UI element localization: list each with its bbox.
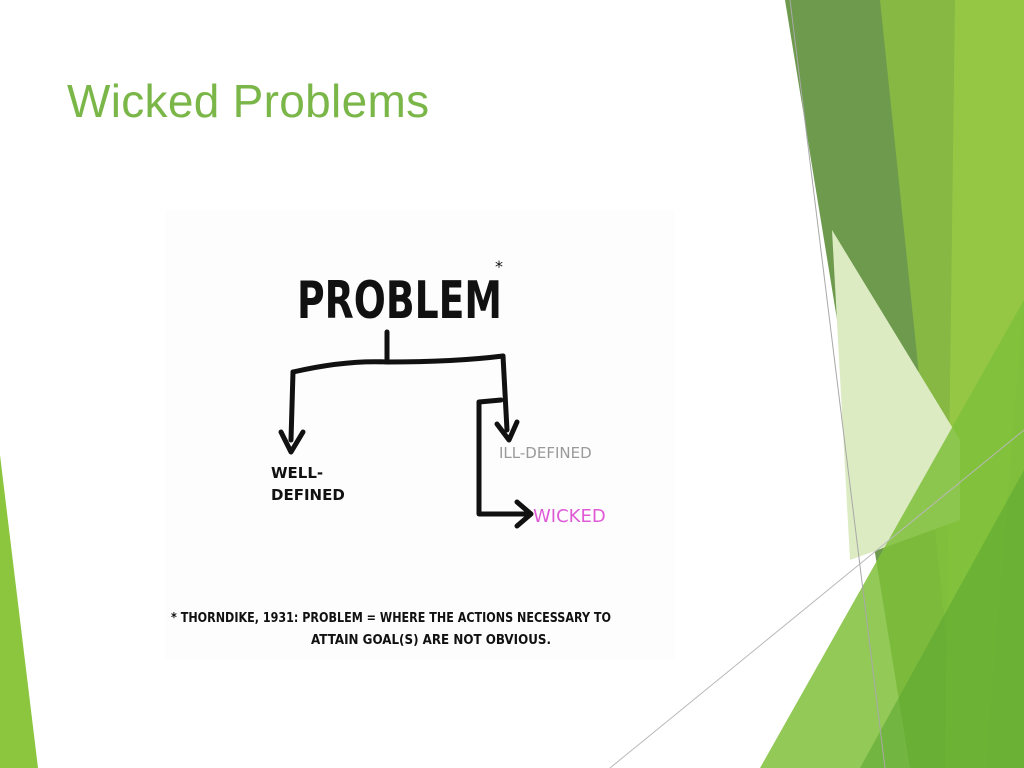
- wicked-label: WICKED: [533, 506, 606, 527]
- tree-connectors: [278, 329, 534, 529]
- thin-diagonal-line-2: [609, 429, 1024, 768]
- ill-defined-label: ILL-DEFINED: [499, 444, 592, 462]
- problem-sketch-image: PROBLEM * WELL- DEFINED ILL-DEFINED WICK…: [165, 210, 675, 660]
- well-defined-label-line2: DEFINED: [271, 486, 345, 504]
- sketch-background: [165, 210, 675, 660]
- left-green-sliver: [0, 455, 38, 768]
- branch-line: [290, 353, 506, 375]
- footnote-line2: ATTAIN GOAL(S) ARE NOT OBVIOUS.: [311, 633, 551, 648]
- thin-diagonal-line: [789, 0, 886, 768]
- well-defined-label-line1: WELL-: [271, 464, 323, 482]
- sketch-heading: PROBLEM: [297, 271, 502, 331]
- wicked-arrowhead: [514, 499, 534, 529]
- left-branch-line: [288, 369, 296, 443]
- right-arrowhead: [494, 419, 520, 443]
- right-branch-line: [500, 353, 510, 433]
- slide-title: Wicked Problems: [67, 75, 430, 127]
- left-arrowhead: [278, 429, 306, 455]
- bottom-dark-wedge: [860, 470, 1024, 768]
- wicked-branch-line: [476, 397, 530, 517]
- sketch-asterisk: *: [495, 257, 503, 276]
- footnote-line1: * THORNDIKE, 1931: PROBLEM = WHERE THE A…: [171, 611, 611, 626]
